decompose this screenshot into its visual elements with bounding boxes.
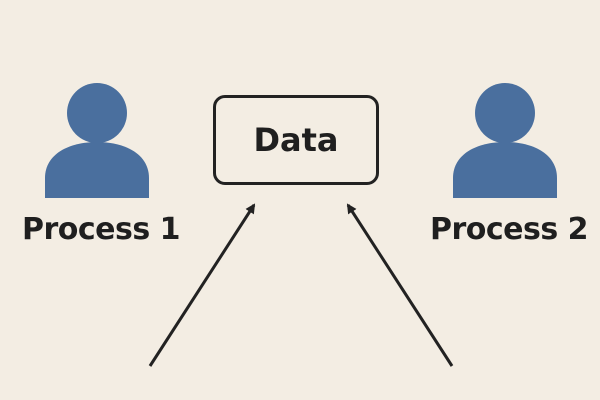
person-icon [45,83,149,198]
actor-process-2: Process 2 [430,80,589,247]
actor-label: Process 2 [430,212,589,247]
person-icon [453,83,557,198]
data-node: Data [213,95,379,185]
data-node-label: Data [253,121,339,159]
actor-process-1: Process 1 [22,80,181,247]
arrow-left-to-data [148,203,256,367]
arrow-right-to-data [346,203,454,367]
actor-label: Process 1 [22,212,181,247]
